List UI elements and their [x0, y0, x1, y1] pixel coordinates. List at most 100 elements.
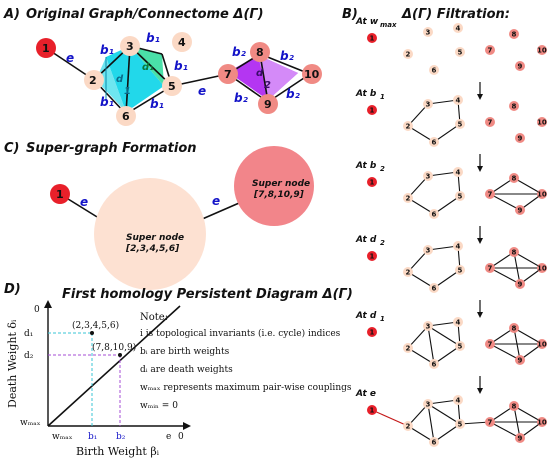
note-line-3: dᵢ are death weights — [140, 365, 233, 375]
super-node-1 — [50, 184, 70, 204]
panel-c-label: C) — [4, 141, 19, 156]
stage-4-node-7 — [485, 339, 495, 349]
stage-4-node-9-label: 9 — [518, 357, 523, 365]
stage-5-node-3-label: 3 — [426, 401, 431, 409]
stage-1-node-6 — [429, 137, 439, 147]
stage-1-node-2-label: 2 — [406, 123, 411, 131]
stage-4-node-1 — [367, 327, 377, 337]
x-tick-b2: b₂ — [116, 432, 126, 442]
stage-4-edge-12 — [513, 327, 521, 361]
stage-2-node-3-label: 3 — [426, 173, 431, 181]
point-1-label: (2,3,4,5,6) — [72, 320, 119, 331]
y-tick-wmax: wₘₐₓ — [20, 418, 41, 428]
stage-label-4: At d — [355, 311, 377, 321]
node-9-label: 9 — [264, 98, 272, 111]
stage-2-node-1 — [367, 177, 377, 187]
stage-label-1: At b — [355, 89, 377, 99]
stage-1-node-8 — [509, 101, 519, 111]
stage-2-node-9-label: 9 — [518, 207, 523, 215]
stage-2-node-7 — [485, 189, 495, 199]
edge-label-b2-top: b₂ — [232, 45, 247, 59]
stage-5-edge-2 — [427, 399, 459, 405]
stage-3-node-4-label: 4 — [456, 243, 461, 251]
node-5 — [162, 76, 182, 96]
stage-4-node-7-label: 7 — [488, 341, 493, 349]
stage-3-node-2-label: 2 — [406, 269, 411, 277]
stage-1-edge-1 — [427, 99, 459, 105]
x-tick-wmax: wₘₐₓ — [52, 432, 73, 442]
stage-5-node-6 — [429, 437, 439, 447]
stage-4-node-1-label: 1 — [370, 329, 375, 337]
stage-5-node-1 — [367, 405, 377, 415]
stage-5-edge-11 — [489, 421, 521, 439]
stage-3-node-8-label: 8 — [512, 249, 517, 257]
stage-4-node-6 — [429, 359, 439, 369]
stage-2-node-2 — [403, 193, 413, 203]
stage-2-node-6 — [429, 209, 439, 219]
edge-label-b1-bottom: b₁ — [150, 97, 164, 111]
stage-4-node-8 — [509, 323, 519, 333]
panel-b-title: Δ(Γ) Filtration: — [401, 7, 510, 22]
stage-5-node-9 — [515, 433, 525, 443]
stage-0-node-8 — [509, 29, 519, 39]
stage-4-node-10-label: 10 — [537, 341, 547, 349]
stage-0-node-9 — [515, 61, 525, 71]
note-line-1: i is topological invariants (i.e. cycle)… — [140, 328, 341, 339]
x-axis-label: Birth Weight βᵢ — [76, 445, 160, 458]
stage-3-node-7 — [485, 263, 495, 273]
stage-label-2: At b — [355, 161, 377, 171]
stage-1-node-1 — [367, 105, 377, 115]
stage-5-edge-7 — [427, 403, 461, 425]
cyan-face-left — [106, 46, 164, 112]
stage-2-edge-4 — [407, 197, 435, 215]
stage-arrowhead-3 — [477, 312, 483, 318]
note-line-5: wₘᵢₙ = 0 — [140, 401, 178, 411]
stage-5-node-2-label: 2 — [406, 423, 411, 431]
stage-2-node-1-label: 1 — [370, 179, 375, 187]
stage-sub-2: 2 — [380, 165, 385, 173]
face-label-d2-2: 2 — [264, 80, 271, 91]
stage-2-edge-8 — [489, 193, 521, 211]
node-7 — [218, 64, 238, 84]
stage-arrowhead-1 — [477, 166, 483, 172]
panel-a: A) Original Graph/Connectome Δ(Γ) — [3, 7, 322, 126]
stage-3-node-2 — [403, 267, 413, 277]
super-node-1-label: 1 — [56, 188, 64, 201]
stage-4-node-2 — [403, 343, 413, 353]
purple-face-right — [258, 55, 298, 100]
stage-0-node-4 — [453, 23, 463, 33]
cyan-face-right — [130, 46, 164, 86]
stage-2-node-3 — [423, 171, 433, 181]
stage-2-node-5 — [455, 191, 465, 201]
edge-label-b1-left2: b₁ — [100, 95, 114, 109]
stage-4-node-10 — [537, 339, 547, 349]
y-tick-d2: d₂ — [24, 351, 34, 361]
stage-3-node-3-label: 3 — [426, 247, 431, 255]
stage-5-node-7-label: 7 — [488, 419, 493, 427]
stage-1-node-5-label: 5 — [458, 121, 463, 129]
stage-1-node-4-label: 4 — [456, 97, 461, 105]
super-left-l2: [2,3,4,5,6] — [125, 244, 180, 254]
stage-5-node-10 — [537, 417, 547, 427]
stage-0-node-1-label: 1 — [370, 35, 375, 43]
edge-label-b2-bottom: b₂ — [286, 87, 301, 101]
panel-a-label: A) — [3, 7, 20, 22]
stage-5-node-10-label: 10 — [537, 419, 547, 427]
stage-label-3: At d — [355, 235, 377, 245]
stage-4-node-9 — [515, 355, 525, 365]
node-3 — [120, 36, 140, 56]
stage-5-node-2 — [403, 421, 413, 431]
stage-2-node-10-label: 10 — [537, 191, 547, 199]
stage-5-edge-14 — [459, 421, 491, 425]
stage-3-node-10 — [537, 263, 547, 273]
stage-4-edge-5 — [427, 325, 435, 365]
x-tick-b1: b₁ — [88, 432, 97, 442]
stage-5-edge-9 — [513, 405, 543, 423]
stage-0-node-7-label: 7 — [488, 47, 493, 55]
stage-2-node-6-label: 6 — [432, 211, 437, 219]
stage-5-node-8-label: 8 — [512, 403, 517, 411]
super-edge-right-label: e — [212, 194, 220, 208]
stage-1-node-10-label: 10 — [537, 119, 547, 127]
